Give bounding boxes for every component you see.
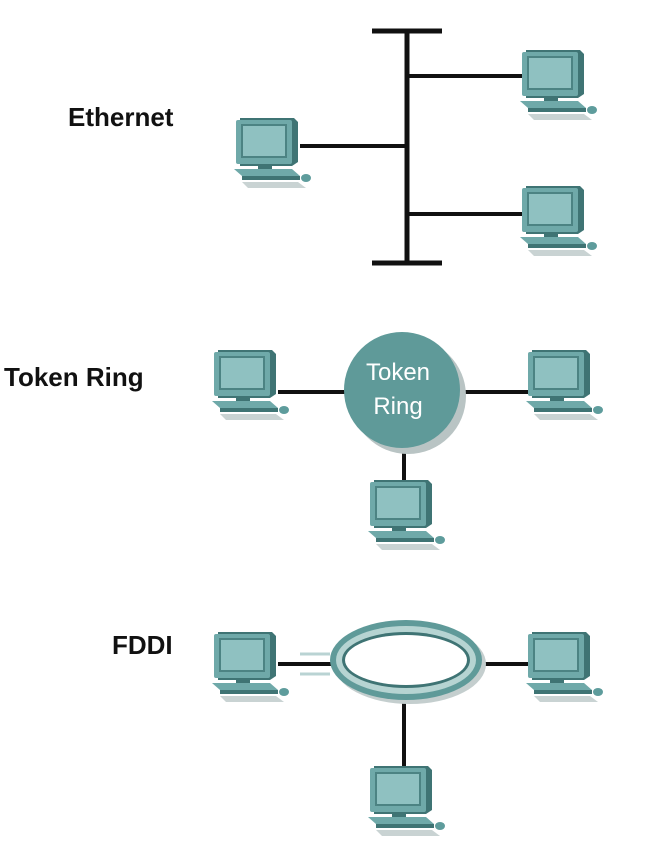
fddi-topology bbox=[211, 620, 604, 837]
token-ring-label: Token Ring bbox=[4, 362, 144, 392]
token-ring-topology: Token Ring bbox=[211, 332, 604, 551]
desktop-computer-icon bbox=[367, 479, 446, 551]
desktop-computer-icon bbox=[233, 117, 312, 189]
ethernet-topology bbox=[233, 28, 598, 266]
ethernet-label: Ethernet bbox=[68, 102, 174, 132]
desktop-computer-icon bbox=[519, 185, 598, 257]
desktop-computer-icon bbox=[211, 349, 290, 421]
token-ring-hub bbox=[344, 332, 460, 448]
token-ring-hub-text-line1: Token bbox=[366, 359, 430, 386]
desktop-computer-icon bbox=[367, 765, 446, 837]
desktop-computer-icon bbox=[525, 349, 604, 421]
fddi-label: FDDI bbox=[112, 630, 173, 660]
fddi-ring-center bbox=[345, 635, 467, 685]
desktop-computer-icon bbox=[519, 49, 598, 121]
desktop-computer-icon bbox=[211, 631, 290, 703]
token-ring-hub-text-line2: Ring bbox=[373, 393, 422, 420]
desktop-computer-icon bbox=[525, 631, 604, 703]
